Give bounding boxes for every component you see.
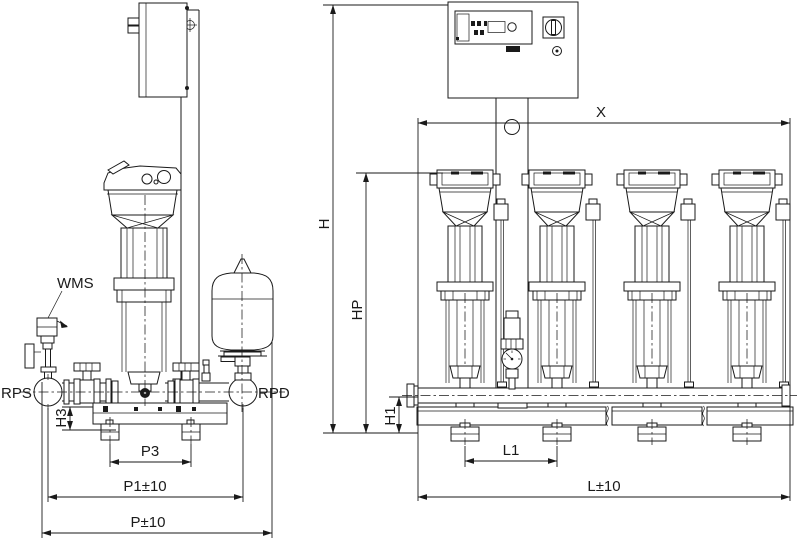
label-rps: RPS	[1, 385, 32, 402]
side-view: H3 P3 P1±10 P±10 WMS RPS RPD	[1, 2, 290, 538]
dim-p1: P1±10	[47, 408, 244, 502]
dim-hp: HP	[349, 172, 443, 434]
dim-label-p3: P3	[141, 443, 159, 460]
dim-label-l1: L1	[503, 442, 520, 459]
break-line	[606, 405, 609, 427]
control-box-side	[127, 2, 189, 98]
base-frame-front	[416, 402, 794, 427]
main-switch	[542, 16, 565, 39]
dim-h3: H3	[53, 406, 116, 431]
label-wms: WMS	[57, 275, 94, 292]
cabinet-pole	[495, 98, 529, 388]
pressure-gauge-assembly	[500, 310, 524, 390]
dim-label-h: H	[316, 219, 333, 230]
dim-h1: H1	[382, 396, 418, 434]
pressure-sensor-fitting	[201, 359, 211, 382]
dim-p3: P3	[109, 443, 192, 467]
dim-l1: L1	[464, 442, 558, 467]
dim-label-p: P±10	[131, 514, 166, 531]
dim-label-p1: P1±10	[123, 478, 166, 495]
cabinet-display	[487, 21, 506, 33]
indicator-lamp	[552, 46, 562, 56]
pump-2	[521, 169, 601, 408]
dim-label-h1: H1	[382, 406, 399, 425]
dim-p: P±10	[41, 342, 273, 538]
dim-x: X	[417, 104, 791, 501]
dim-label-x: X	[596, 104, 606, 121]
pump-3	[616, 169, 696, 408]
cabinet-label-plate	[506, 46, 520, 52]
suction-valve	[73, 362, 101, 405]
front-view: X H HP H1 L1 L±10	[316, 1, 797, 501]
expansion-vessel	[211, 258, 274, 381]
dim-label-l: L±10	[587, 478, 620, 495]
cabinet-button	[507, 22, 517, 32]
base-frame-side	[92, 402, 228, 444]
pump-4	[711, 169, 791, 408]
break-line	[702, 405, 705, 427]
wms-switch	[24, 290, 68, 385]
dim-h: H	[316, 4, 448, 434]
dim-label-h3: H3	[53, 408, 70, 427]
dim-l: L±10	[417, 478, 791, 500]
pump-side-view	[103, 160, 182, 406]
label-rpd: RPD	[258, 385, 290, 402]
dim-label-hp: HP	[349, 300, 366, 321]
control-cabinet	[447, 1, 579, 99]
